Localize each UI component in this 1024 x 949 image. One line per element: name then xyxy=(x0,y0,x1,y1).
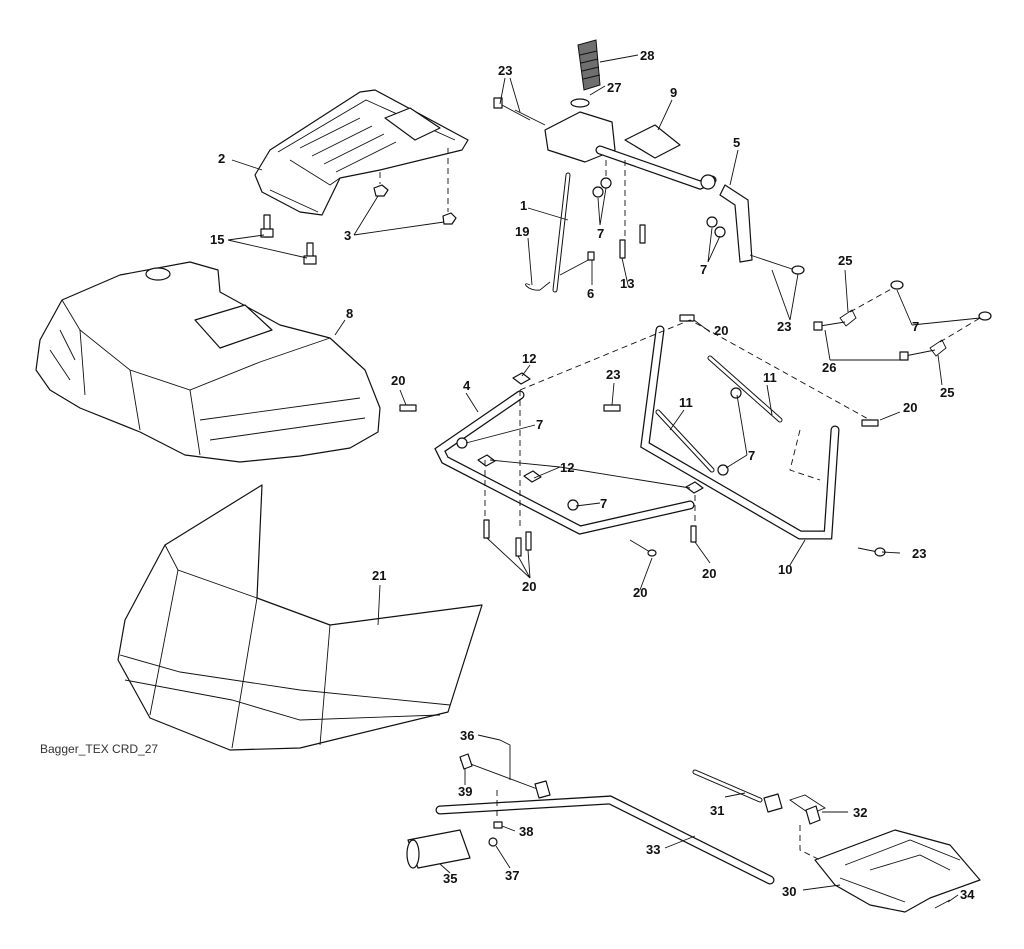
bag-part-21 xyxy=(117,484,483,751)
callout-7: 7 xyxy=(600,496,607,511)
callout-7: 7 xyxy=(597,226,604,241)
callout-13: 13 xyxy=(620,276,634,291)
callout-1: 1 xyxy=(520,198,527,213)
callout-9: 9 xyxy=(670,85,677,100)
nut-part-7-right xyxy=(890,280,992,321)
callout-23: 23 xyxy=(912,546,926,561)
callout-7: 7 xyxy=(748,448,755,463)
callout-4: 4 xyxy=(463,378,471,393)
callout-7: 7 xyxy=(536,417,543,432)
leader-lines xyxy=(227,54,981,903)
callout-23: 23 xyxy=(606,367,620,382)
washer-part-27 xyxy=(570,98,590,108)
pin-part-36 xyxy=(499,739,511,780)
callout-11: 11 xyxy=(679,395,693,410)
callout-10: 10 xyxy=(778,562,792,577)
callout-20: 20 xyxy=(633,585,647,600)
handle-rod-part-33 xyxy=(435,795,775,885)
screw-part-6 xyxy=(559,251,595,276)
lever-part-5 xyxy=(700,174,753,263)
bracket-part-32 xyxy=(789,794,826,825)
callout-7: 7 xyxy=(700,262,707,277)
callout-21: 21 xyxy=(372,568,386,583)
callout-30: 30 xyxy=(782,884,796,899)
callout-2: 2 xyxy=(218,151,225,166)
grip-part-35 xyxy=(406,829,471,869)
callout-39: 39 xyxy=(458,784,472,799)
callout-12: 12 xyxy=(560,460,574,475)
square-nut-part-12 xyxy=(477,372,704,494)
strut-part-11 xyxy=(655,355,783,473)
callout-31: 31 xyxy=(710,803,724,818)
callout-12: 12 xyxy=(522,351,536,366)
pin-part-1 xyxy=(552,172,571,293)
callout-33: 33 xyxy=(646,842,660,857)
diagram-caption: Bagger_TEX CRD_27 xyxy=(40,742,158,756)
callout-37: 37 xyxy=(505,868,519,883)
callout-35: 35 xyxy=(443,871,457,886)
bolt-part-26 xyxy=(813,321,936,361)
grip-part-28 xyxy=(577,39,601,91)
callout-25: 25 xyxy=(838,253,852,268)
callout-6: 6 xyxy=(587,286,594,301)
callout-20: 20 xyxy=(714,323,728,338)
callout-labels: 28 27 23 9 2 5 1 19 7 13 6 15 3 7 25 7 2… xyxy=(210,48,975,902)
callout-27: 27 xyxy=(607,80,621,95)
spring-pin-part-25 xyxy=(839,309,947,357)
callout-7: 7 xyxy=(912,319,919,334)
clip-part-19 xyxy=(525,281,551,291)
lid-cover-part-2 xyxy=(254,89,469,216)
callout-20: 20 xyxy=(702,566,716,581)
hood-part-8 xyxy=(35,261,381,463)
callout-38: 38 xyxy=(519,824,533,839)
callout-23: 23 xyxy=(777,319,791,334)
callout-32: 32 xyxy=(853,805,867,820)
screw-part-13 xyxy=(619,224,646,259)
callout-25: 25 xyxy=(940,385,954,400)
callout-19: 19 xyxy=(515,224,529,239)
nut-part-7-frame xyxy=(456,387,742,511)
callout-11: 11 xyxy=(763,370,777,385)
nut-part-3 xyxy=(373,184,457,225)
callout-26: 26 xyxy=(822,360,836,375)
callout-20: 20 xyxy=(391,373,405,388)
screw-part-23-top xyxy=(493,97,546,126)
screw-part-34 xyxy=(934,899,951,909)
callout-20: 20 xyxy=(522,579,536,594)
spring-part-31 xyxy=(763,793,783,813)
spacer-part-38 xyxy=(493,821,503,829)
callout-23: 23 xyxy=(498,63,512,78)
frame-part-10 xyxy=(640,325,840,540)
spring-part-39 xyxy=(459,753,551,799)
callout-36: 36 xyxy=(460,728,474,743)
rod-part-31 xyxy=(692,769,763,803)
callout-28: 28 xyxy=(640,48,654,63)
callout-8: 8 xyxy=(346,306,353,321)
callout-15: 15 xyxy=(210,232,224,247)
bolt-part-20 xyxy=(399,314,879,557)
screw-part-23-right xyxy=(749,254,805,275)
callout-3: 3 xyxy=(344,228,351,243)
callout-34: 34 xyxy=(960,887,975,902)
washer-part-37 xyxy=(488,837,498,847)
frame-part-4 xyxy=(434,390,695,535)
callout-20: 20 xyxy=(903,400,917,415)
deflector-part-30 xyxy=(814,829,981,913)
screw-part-15 xyxy=(260,214,317,265)
callout-5: 5 xyxy=(733,135,740,150)
